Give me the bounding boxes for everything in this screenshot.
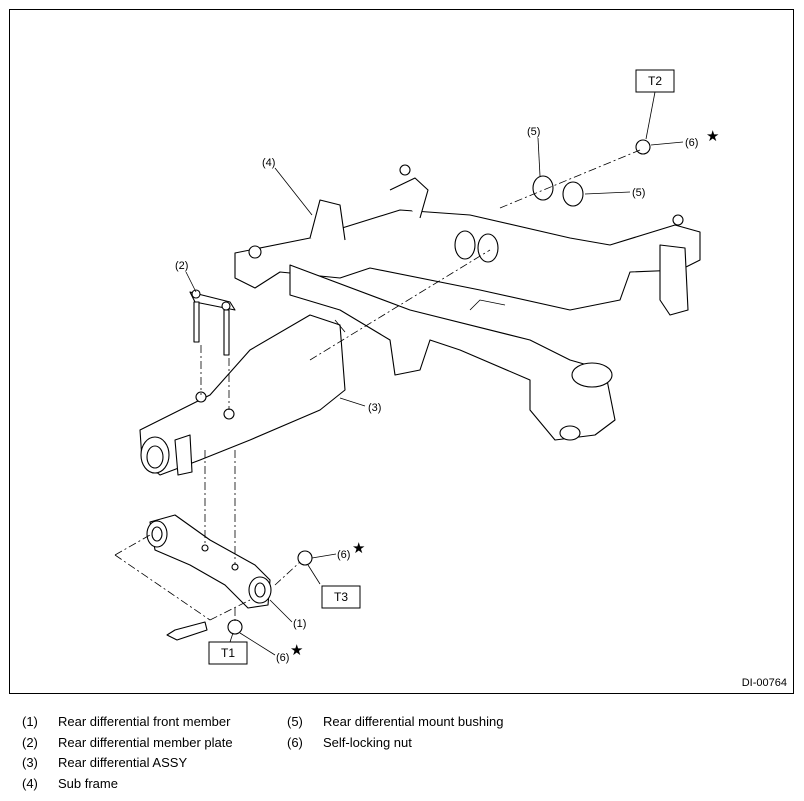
legend-item: (5)Rear differential mount bushing (287, 714, 504, 729)
callout-6-middle: (6) (337, 549, 350, 561)
callout-5-lower: (5) (632, 187, 645, 199)
torque-box-t1: T1 (208, 641, 248, 665)
legend-item: (1)Rear differential front member (22, 714, 231, 729)
callout-1: (1) (293, 618, 306, 630)
legend-item: (4)Sub frame (22, 776, 118, 791)
callout-6-top: (6) (685, 137, 698, 149)
torque-box-t3: T3 (321, 585, 361, 609)
callout-5-upper: (5) (527, 126, 540, 138)
legend-item: (2)Rear differential member plate (22, 735, 233, 750)
callout-6-bottom: (6) (276, 652, 289, 664)
callout-4: (4) (262, 157, 275, 169)
leader-lines (185, 91, 684, 656)
sub-frame-drawing (234, 164, 701, 441)
torque-label-t2: T2 (648, 74, 662, 88)
callout-2: (2) (175, 260, 188, 272)
diagram-frame: (4) (2) (3) (1) (5) (5) (6) ★ (6) ★ (6) … (9, 9, 794, 694)
bushings-nuts-drawing (166, 139, 651, 641)
star-symbol-top: ★ (706, 127, 719, 145)
legend-item: (3)Rear differential ASSY (22, 755, 188, 770)
callout-3: (3) (368, 402, 381, 414)
member-plate-drawing (189, 289, 236, 356)
star-symbol-middle: ★ (352, 539, 365, 557)
assembly-lines (114, 149, 641, 622)
star-symbol-bottom: ★ (290, 641, 303, 659)
legend: (1)Rear differential front member (2)Rea… (0, 706, 804, 801)
legend-item: (6)Self-locking nut (287, 735, 412, 750)
torque-label-t3: T3 (334, 590, 348, 604)
rear-differential-drawing (139, 314, 346, 476)
front-member-drawing (146, 514, 272, 609)
exploded-diagram: (4) (2) (3) (1) (5) (5) (6) ★ (6) ★ (6) … (114, 69, 719, 665)
torque-label-t1: T1 (221, 646, 235, 660)
figure-code: DI-00764 (741, 677, 787, 689)
torque-box-t2: T2 (635, 69, 675, 93)
